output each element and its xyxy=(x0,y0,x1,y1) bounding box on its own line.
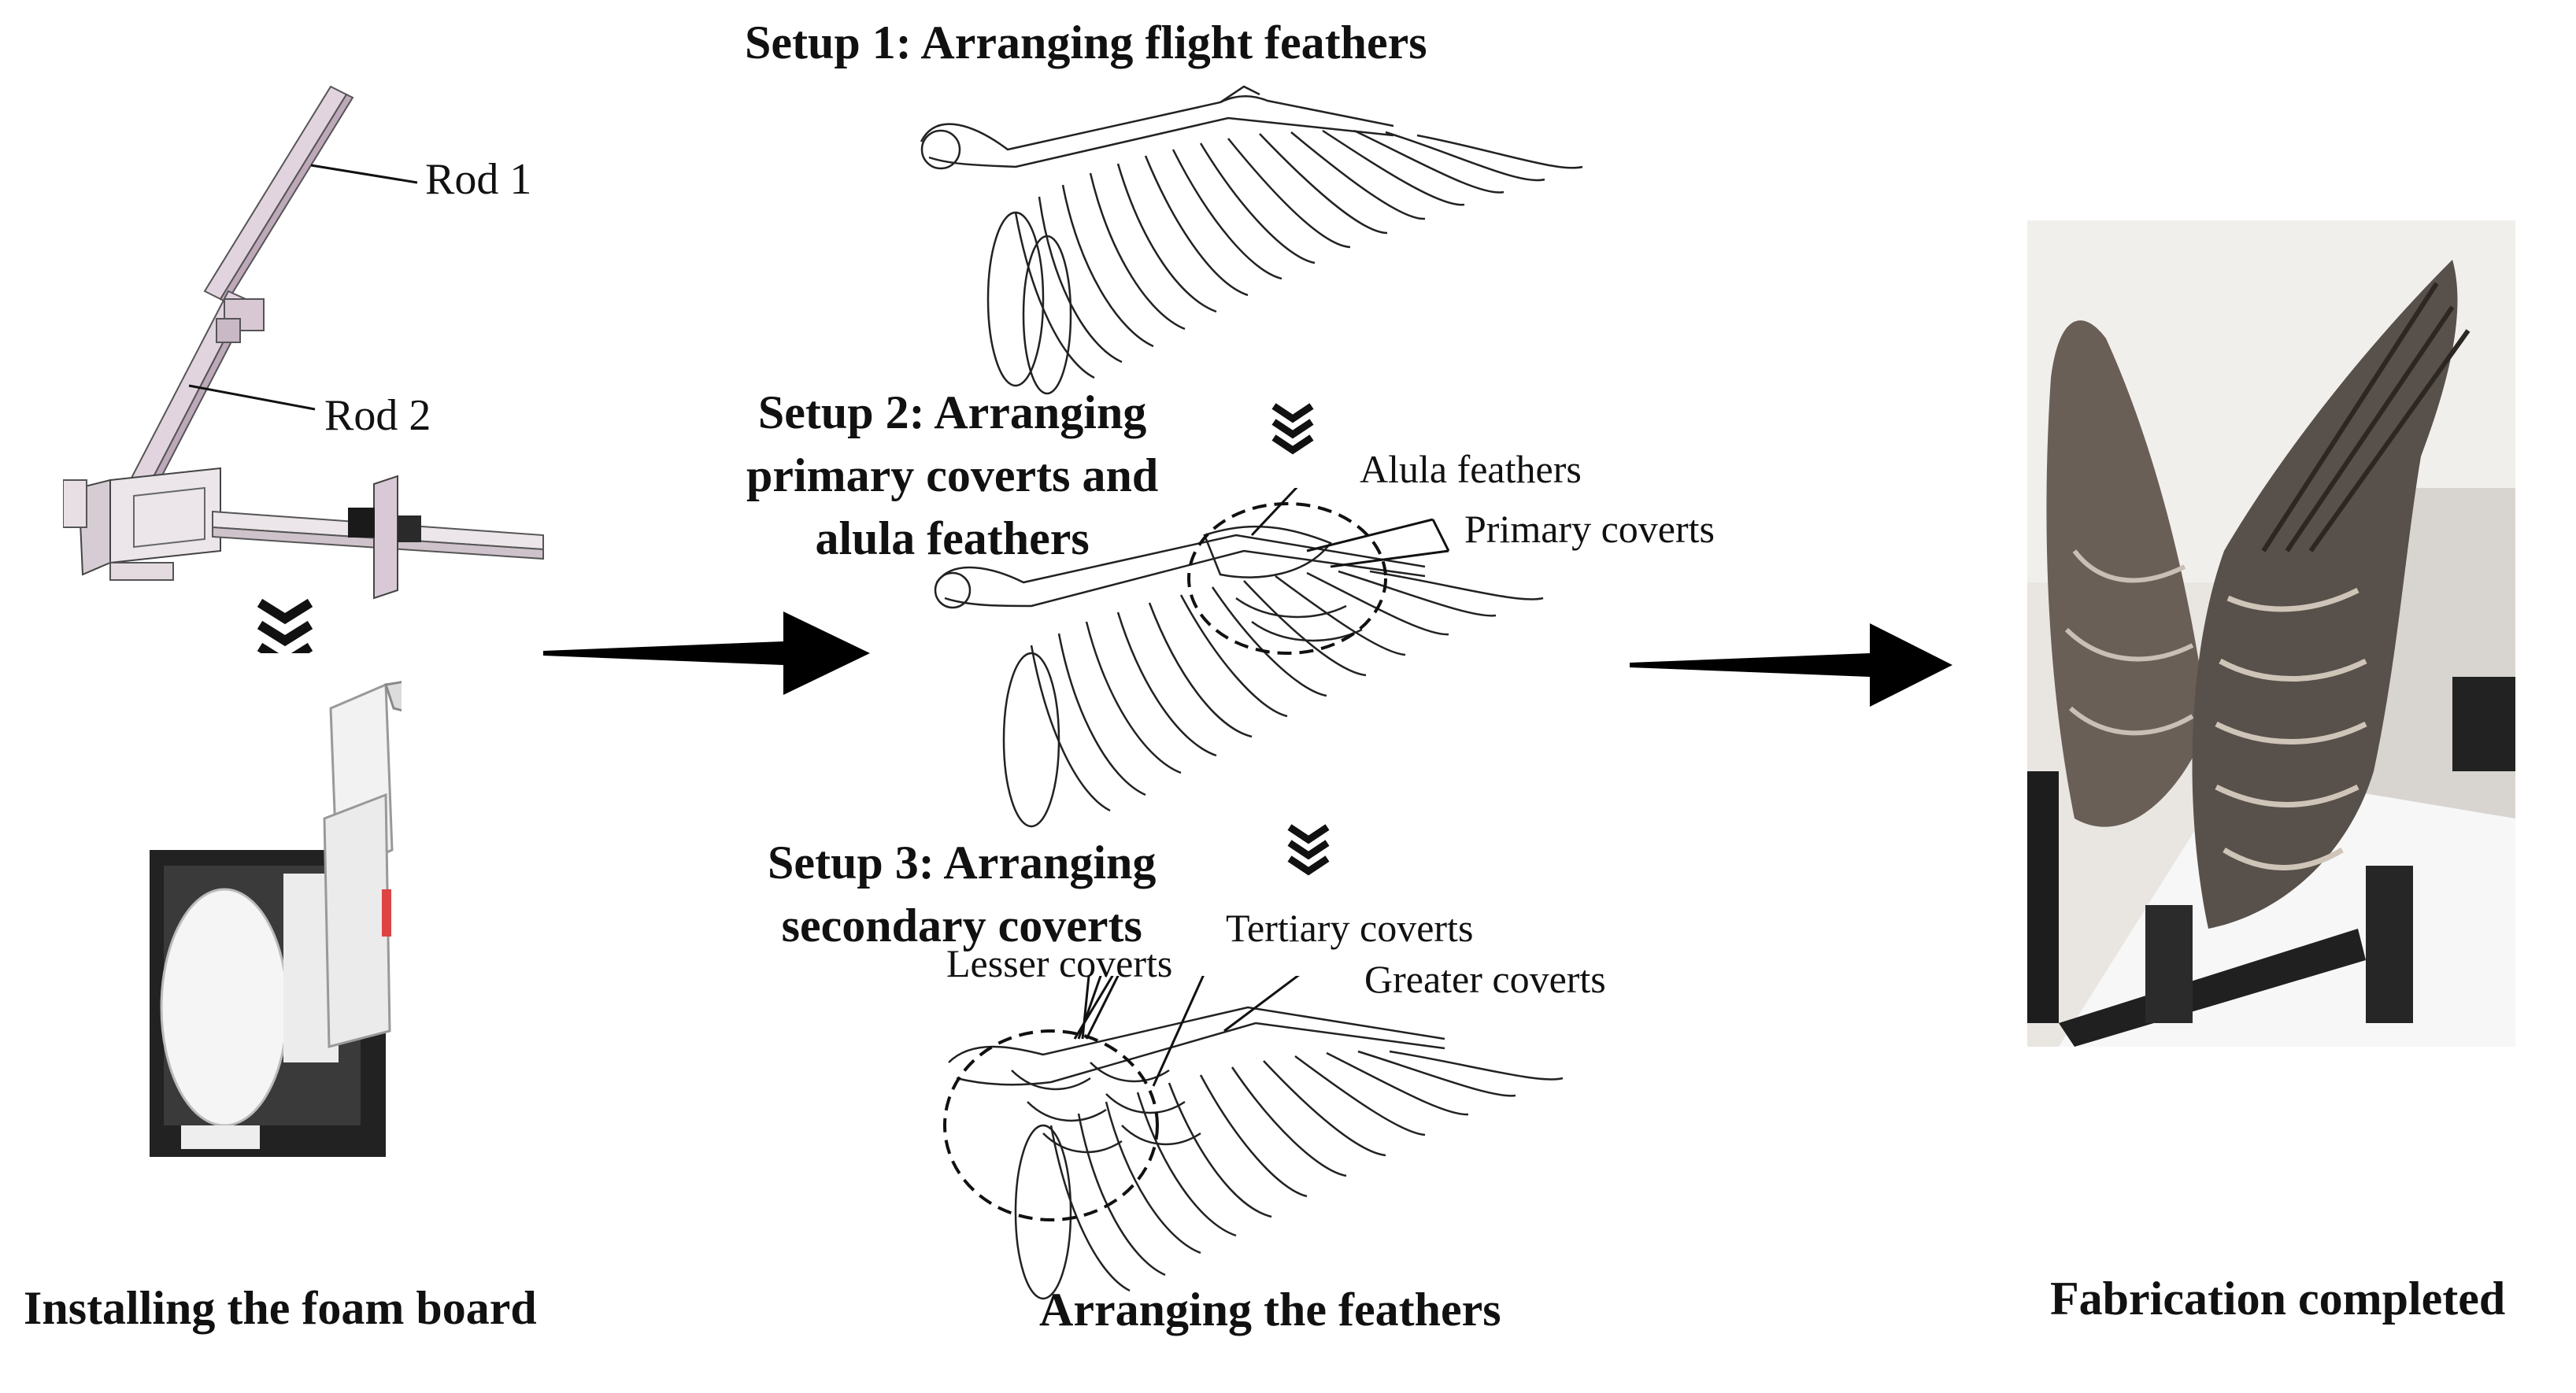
cad-rod-assembly xyxy=(63,85,544,600)
wing-diagram-step2 xyxy=(934,488,1544,828)
step2-title-line1: Setup 2: Arranging xyxy=(757,386,1147,438)
wing-diagram-step1 xyxy=(920,85,1583,395)
rod2-label: Rod 2 xyxy=(324,391,431,440)
primary-coverts-label: Primary coverts xyxy=(1464,507,1715,551)
step3-title-line1: Setup 3: Arranging xyxy=(768,837,1157,889)
foam-board-photo xyxy=(150,653,402,1157)
chevron-down-icon-step2 xyxy=(1287,824,1330,876)
dashed-highlight-ellipse-step3 xyxy=(943,1029,1159,1221)
rod1-label: Rod 1 xyxy=(425,155,532,204)
step3-title-line2: secondary coverts xyxy=(781,900,1142,951)
big-right-arrow-icon-2 xyxy=(1630,623,1952,707)
step2-title-line3: alula feathers xyxy=(815,512,1090,564)
lesser-coverts-label: Lesser coverts xyxy=(946,941,1173,985)
step2-title: Setup 2: Arranging primary coverts and a… xyxy=(746,381,1158,570)
greater-coverts-label: Greater coverts xyxy=(1364,957,1606,1001)
left-caption: Installing the foam board xyxy=(24,1282,537,1334)
wing-diagram-step3 xyxy=(943,976,1564,1300)
step2-title-line2: primary coverts and xyxy=(746,449,1159,501)
completed-wing-photo xyxy=(2027,220,2515,1047)
step3-title: Setup 3: Arranging secondary coverts xyxy=(768,831,1156,957)
alula-feathers-label: Alula feathers xyxy=(1360,447,1582,491)
middle-caption: Arranging the feathers xyxy=(1039,1284,1501,1336)
chevron-down-icon-step1 xyxy=(1271,403,1314,455)
dashed-highlight-ellipse-step2 xyxy=(1187,502,1387,655)
right-caption: Fabrication completed xyxy=(2050,1273,2506,1325)
step1-title: Setup 1: Arranging flight feathers xyxy=(745,17,1427,68)
big-right-arrow-icon xyxy=(543,612,870,695)
tertiary-coverts-label: Tertiary coverts xyxy=(1226,906,1474,950)
